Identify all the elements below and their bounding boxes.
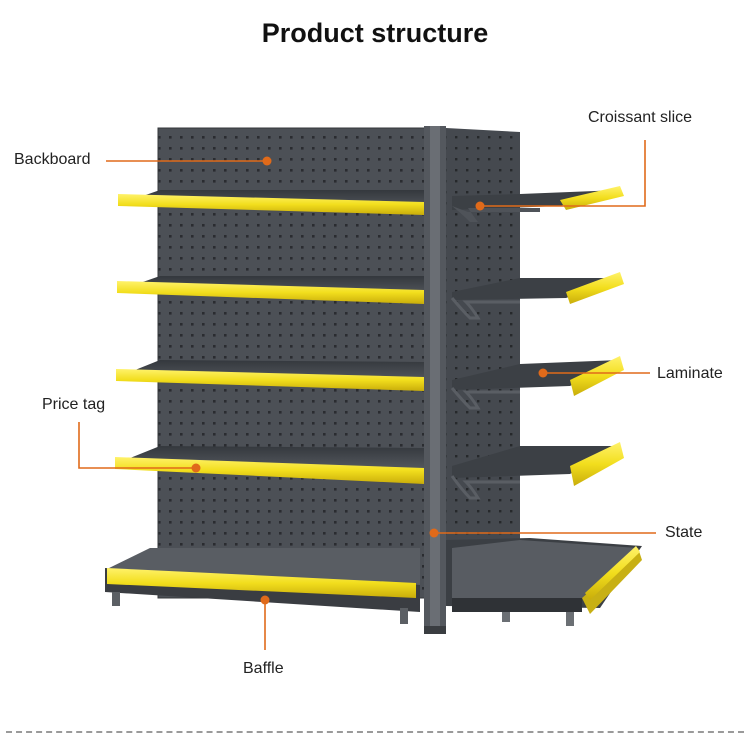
price-tag-dot: [191, 463, 201, 473]
baffle-dot: [260, 595, 270, 605]
center-upright: [424, 126, 446, 634]
label-backboard: Backboard: [14, 151, 91, 168]
label-baffle: Baffle: [243, 660, 284, 677]
right-shelf-1: [452, 186, 624, 222]
dashed-divider: [6, 731, 744, 733]
right-shelf-2: [450, 272, 624, 320]
state-dot: [429, 528, 439, 538]
price-tag-leader: [78, 422, 195, 469]
label-price-tag: Price tag: [42, 396, 106, 413]
croissant-slice-dot: [475, 201, 485, 211]
croissant-slice-leader: [480, 140, 646, 207]
laminate-dot: [538, 368, 548, 378]
left-base: [105, 548, 420, 624]
leader-dots: [191, 156, 548, 605]
left-shelf-3: [116, 360, 424, 391]
label-croissant-slice: Croissant slice: [588, 109, 693, 126]
right-shelf-4: [450, 442, 624, 500]
label-state: State: [665, 524, 703, 541]
page-title: Product structure: [261, 18, 489, 48]
right-shelf-3: [450, 356, 624, 410]
right-base: [446, 538, 642, 626]
right-backboard: [446, 128, 520, 560]
left-shelf-2: [117, 276, 424, 304]
leader-lines: [78, 140, 656, 650]
label-laminate: Laminate: [657, 365, 723, 382]
backboard-dot: [262, 156, 272, 166]
left-shelf-1: [118, 190, 424, 215]
